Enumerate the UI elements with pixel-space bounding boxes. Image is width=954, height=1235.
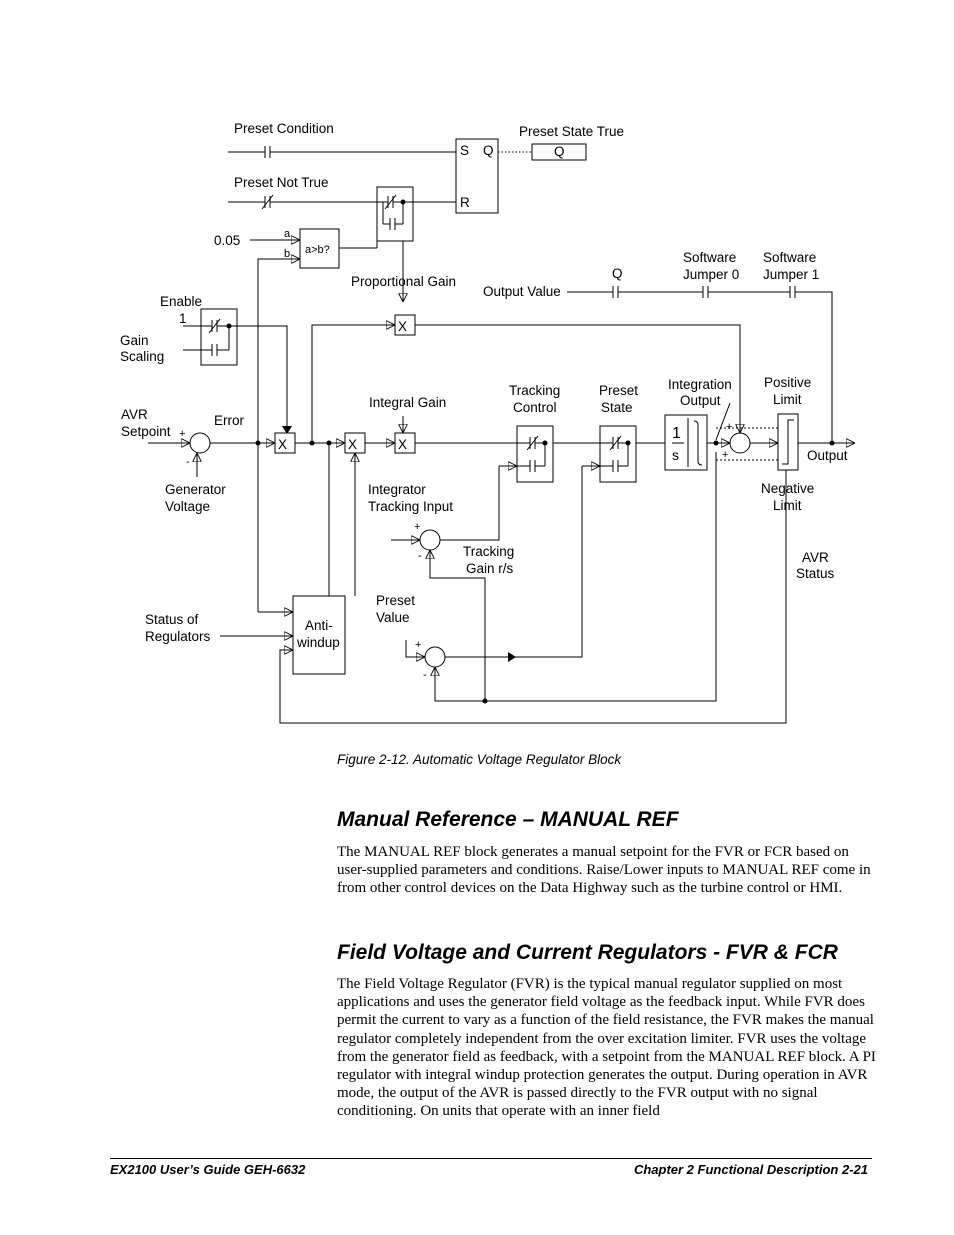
preset-condition-contact — [228, 146, 456, 158]
label-avr-status-2: Status — [796, 566, 835, 581]
label-output-value: Output Value — [483, 284, 561, 299]
enable-switch — [183, 308, 292, 434]
sr-latch — [455, 138, 499, 214]
label-preset-value-1: Preset — [376, 593, 415, 608]
compare-b-input — [257, 259, 300, 612]
proportional-branch — [311, 325, 395, 443]
preset-state-switch — [582, 425, 637, 483]
label-mult-4: X — [398, 437, 407, 452]
label-preset-state-true: Preset State True — [519, 124, 624, 139]
label-status-of: Status of — [145, 612, 199, 627]
label-positive: Positive — [764, 375, 811, 390]
label-b: b — [284, 248, 290, 260]
label-gain-rs: Gain r/s — [466, 561, 514, 576]
label-plus-tracking: + — [414, 521, 420, 533]
label-software-0: Software — [683, 250, 736, 265]
label-q-box: Q — [554, 144, 565, 159]
figure-caption: Figure 2-12. Automatic Voltage Regulator… — [337, 752, 622, 767]
label-q: Q — [483, 143, 494, 158]
label-r: R — [460, 195, 470, 210]
label-mult-3: X — [348, 437, 357, 452]
label-minus-preset: - — [423, 669, 427, 681]
label-tracking: Tracking — [509, 383, 560, 398]
label-windup: windup — [296, 635, 340, 650]
output-limiter — [777, 413, 799, 471]
integrator-feedback — [430, 452, 717, 702]
label-q2: Q — [612, 266, 623, 281]
label-generator: Generator — [165, 482, 226, 497]
label-gain: Gain — [120, 333, 149, 348]
label-preset-condition: Preset Condition — [234, 121, 334, 136]
output-value-contacts — [567, 286, 833, 443]
label-voltage: Voltage — [165, 499, 210, 514]
label-a: a — [284, 228, 291, 240]
label-plus-preset: + — [415, 639, 421, 651]
tracking-control-switch — [499, 425, 554, 483]
label-minus-tracking: - — [418, 550, 422, 562]
label-jumper-0: Jumper 0 — [683, 267, 739, 282]
footer-left: EX2100 User’s Guide GEH-6632 — [110, 1162, 306, 1177]
label-avr-status-1: AVR — [802, 550, 829, 565]
label-compare: a>b? — [305, 244, 330, 256]
label-preset: Preset — [599, 383, 638, 398]
label-integral-gain: Integral Gain — [369, 395, 446, 410]
label-int-num: 1 — [672, 425, 681, 442]
section-body-fvr-fcr: The Field Voltage Regulator (FVR) is the… — [337, 976, 876, 1120]
footer-right: Chapter 2 Functional Description 2-21 — [633, 1162, 868, 1177]
label-output: Output — [807, 448, 848, 463]
tracking-summing-junction — [419, 529, 441, 551]
label-setpoint: Setpoint — [121, 424, 171, 439]
label-software-1: Software — [763, 250, 816, 265]
avr-block-diagram: Preset Condition Preset Not True Preset … — [120, 121, 855, 724]
integration-output-leader — [715, 402, 731, 441]
label-limit: Limit — [773, 392, 802, 407]
latch-reset-contacts — [376, 186, 456, 242]
label-mult-1: X — [278, 437, 287, 452]
label-anti: Anti- — [305, 618, 333, 633]
label-005: 0.05 — [214, 233, 240, 248]
label-integration-output: Output — [680, 393, 721, 408]
label-proportional-gain: Proportional Gain — [351, 274, 456, 289]
label-regulators: Regulators — [145, 629, 211, 644]
label-int-den: s — [672, 447, 679, 463]
label-control: Control — [513, 400, 557, 415]
label-avr: AVR — [121, 407, 148, 422]
integrator-block — [664, 414, 708, 471]
section-heading-fvr-fcr: Field Voltage and Current Regulators - F… — [337, 941, 838, 964]
error-summing-junction — [189, 432, 211, 454]
label-mult-2: X — [398, 319, 407, 334]
proportional-output — [415, 324, 740, 433]
preset-value-input — [405, 640, 425, 657]
avr-status-feedback — [279, 470, 787, 724]
section-body-manual-ref: The MANUAL REF block generates a manual … — [337, 844, 871, 897]
label-state: State — [601, 400, 633, 415]
output-summing-junction — [729, 432, 751, 454]
preset-not-true-contact — [228, 194, 388, 210]
label-plus-setpoint: + — [179, 428, 185, 440]
label-tracking2: Tracking — [463, 544, 514, 559]
label-error: Error — [214, 413, 245, 428]
label-plus-bottom: + — [722, 449, 728, 461]
tracking-gain-path — [440, 466, 500, 541]
label-preset-not-true: Preset Not True — [234, 175, 329, 190]
preset-path — [445, 466, 583, 658]
footer-rule — [110, 1158, 872, 1159]
label-integrator: Integrator — [368, 482, 426, 497]
section-heading-manual-ref: Manual Reference – MANUAL REF — [337, 808, 679, 831]
label-s: S — [460, 143, 469, 158]
label-negative: Negative — [761, 481, 814, 496]
label-negative-limit: Limit — [773, 498, 802, 513]
label-integration: Integration — [668, 377, 732, 392]
label-enable: Enable — [160, 294, 202, 309]
preset-summing-junction — [424, 646, 446, 668]
label-tracking-input: Tracking Input — [368, 499, 453, 514]
label-minus-voltage: - — [186, 456, 190, 468]
label-scaling: Scaling — [120, 349, 164, 364]
label-jumper-1: Jumper 1 — [763, 267, 819, 282]
label-one: 1 — [179, 311, 187, 326]
label-plus-top: + — [726, 421, 732, 433]
label-preset-value-2: Value — [376, 610, 410, 625]
anti-windup-block — [292, 595, 346, 675]
preset-state-q-box — [531, 143, 587, 161]
